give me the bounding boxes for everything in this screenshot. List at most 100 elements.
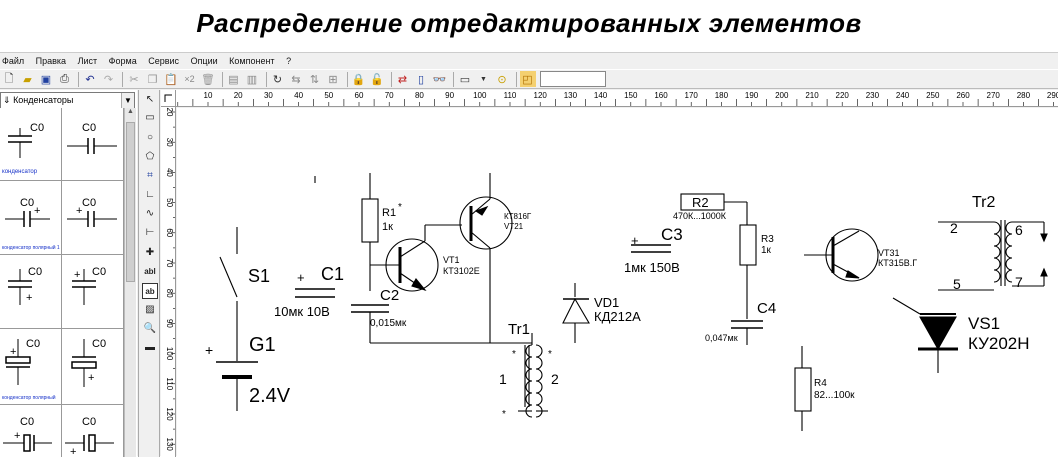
palette-item-polar-capacitor-2[interactable]: + C0: [62, 181, 124, 255]
ruler-label: 40: [165, 168, 174, 177]
menu-shape[interactable]: Форма: [108, 56, 137, 66]
scroll-up-icon[interactable]: ▲: [127, 108, 134, 115]
palette-item-polar-capacitor-1[interactable]: + C0 конденсатор полярный 1: [0, 181, 62, 255]
node-tool-icon[interactable]: ✚: [145, 247, 155, 258]
label-Tr2-p5: 5: [953, 276, 961, 292]
palette-item-polar-capacitor[interactable]: + C0 конденсатор полярный: [0, 329, 62, 405]
polar-capacitor-symbol-icon: + C0: [5, 338, 40, 385]
category-icon: ⇓: [3, 95, 11, 105]
ruler-label: 80: [165, 289, 174, 298]
zoom-icon[interactable]: ⊙: [497, 73, 507, 86]
label-VT2: VT21: [504, 222, 524, 231]
redo-icon[interactable]: ↷: [103, 73, 114, 86]
palette-item-polar-vertical-1[interactable]: + C0: [0, 255, 62, 329]
bezier-tool-icon[interactable]: ∿: [145, 208, 155, 219]
print-icon[interactable]: ⎙: [60, 72, 69, 85]
mirror-v-icon[interactable]: ⇅: [309, 73, 320, 86]
palette-item-polar-horizontal-2[interactable]: + C0: [62, 405, 124, 458]
textbox-tool-icon[interactable]: ab: [142, 283, 158, 299]
undo-icon[interactable]: ↶: [85, 73, 95, 86]
menu-sheet[interactable]: Лист: [77, 56, 98, 66]
label-VT31-type: КТ315В.Г: [878, 258, 917, 268]
menu-options[interactable]: Опции: [190, 56, 218, 66]
palette-item-capacitor[interactable]: C0 конденсатор: [0, 108, 62, 181]
category-select[interactable]: ⇓ Конденсаторы ▼: [0, 92, 135, 109]
text-tool-icon[interactable]: abl: [144, 267, 156, 276]
connect-icon[interactable]: ⇄: [397, 73, 408, 86]
group-icon[interactable]: ⊞: [328, 73, 338, 86]
palette-item-capacitor-horizontal[interactable]: C0: [62, 108, 124, 181]
label-C3-plus: +: [631, 233, 639, 248]
find-icon[interactable]: 👓: [432, 73, 447, 86]
rectangle-tool-icon[interactable]: ▭: [145, 112, 155, 123]
svg-text:+: +: [34, 205, 40, 217]
polyline-tool-icon[interactable]: ⌗: [147, 170, 153, 181]
page-dropdown-icon[interactable]: ▼: [480, 75, 487, 83]
ruler-label: 230: [866, 91, 880, 100]
label-C4-value: 0,047мк: [705, 333, 738, 343]
label-C3-value: 1мк 150В: [624, 260, 680, 275]
label-VS1: VS1: [968, 314, 1000, 333]
bring-front-icon[interactable]: ▤: [228, 73, 239, 86]
palette-item-polar-horizontal-1[interactable]: + C0: [0, 405, 62, 457]
ruler-label: 140: [594, 91, 608, 100]
palette-value: C0: [92, 266, 106, 278]
chevron-down-icon[interactable]: ▼: [121, 93, 134, 108]
new-file-icon[interactable]: 🗋: [4, 72, 14, 85]
pointer-tool-icon[interactable]: ↖: [145, 94, 155, 105]
menu-edit[interactable]: Правка: [35, 56, 67, 66]
ruler-label: 130: [165, 438, 174, 452]
cut-icon[interactable]: ✂: [129, 73, 139, 86]
label-R4: R4: [814, 378, 827, 389]
svg-text:+: +: [70, 446, 76, 457]
label-C2: C2: [380, 287, 399, 304]
drawing-toolbox: ↖ ▭ ○ ⬠ ⌗ ∟ ∿ ⊢ ✚ abl ab ▨ 🔍 ▬: [138, 90, 160, 457]
mirror-h-icon[interactable]: ⇆: [291, 73, 301, 86]
line-tool-icon[interactable]: ∟: [145, 189, 155, 200]
toolbar-combo[interactable]: [540, 71, 606, 87]
image-tool-icon[interactable]: ▨: [145, 304, 155, 315]
palette-scrollbar[interactable]: ▲: [124, 108, 136, 457]
copy-icon[interactable]: ❐: [147, 73, 158, 86]
component-icon[interactable]: ◰: [519, 71, 536, 87]
save-icon[interactable]: ▣: [40, 73, 52, 86]
palette-item-polar-vertical-2[interactable]: + C0: [62, 255, 124, 329]
ruler-label: 200: [775, 91, 789, 100]
lock-icon[interactable]: 🔒: [351, 73, 366, 86]
polygon-tool-icon[interactable]: ⬠: [145, 151, 155, 162]
menu-component[interactable]: Компонент: [229, 56, 275, 66]
scroll-thumb[interactable]: [126, 122, 135, 282]
ruler-label: 170: [685, 91, 699, 100]
menu-file[interactable]: Файл: [2, 56, 25, 66]
ruler-label: 100: [473, 91, 487, 100]
palette-item-polar-capacitor-alt[interactable]: + C0: [62, 329, 124, 405]
unlock-icon[interactable]: 🔓: [370, 73, 384, 86]
dimension-tool-icon[interactable]: ⊢: [145, 227, 155, 238]
zoom-tool-icon[interactable]: 🔍: [143, 323, 157, 334]
ruler-label: 190: [745, 91, 759, 100]
label-R3-value: 1к: [761, 245, 772, 256]
ellipse-tool-icon[interactable]: ○: [146, 132, 154, 143]
ruler-tool-icon[interactable]: ▬: [145, 342, 155, 353]
send-back-icon[interactable]: ▥: [246, 73, 258, 86]
paste-icon[interactable]: 📋: [164, 73, 178, 86]
ruler-label: 70: [165, 259, 174, 268]
page-icon[interactable]: ▭: [459, 73, 471, 86]
ruler-label: 180: [715, 91, 729, 100]
palette-value: C0: [20, 416, 34, 428]
zoom-x2-button[interactable]: ×2: [184, 74, 195, 84]
svg-text:+: +: [26, 292, 32, 304]
rotate-icon[interactable]: ↻: [272, 73, 283, 86]
palette-value: C0: [26, 338, 40, 350]
menu-help[interactable]: ?: [286, 56, 292, 66]
ruler-label: 50: [165, 198, 174, 207]
book-icon[interactable]: ▯: [417, 73, 425, 86]
delete-icon[interactable]: 🗑: [201, 73, 215, 86]
label-C1-value: 10мк 10В: [274, 304, 330, 319]
drawing-canvas[interactable]: S1 + G1 2.4V + C1 10мк 10В R1 * 1к C2 0,…: [177, 108, 1058, 457]
menu-service[interactable]: Сервис: [148, 56, 180, 66]
label-Tr1-star3: *: [502, 409, 506, 420]
ruler-label: 20: [165, 108, 174, 117]
open-folder-icon[interactable]: ▰: [23, 73, 32, 86]
